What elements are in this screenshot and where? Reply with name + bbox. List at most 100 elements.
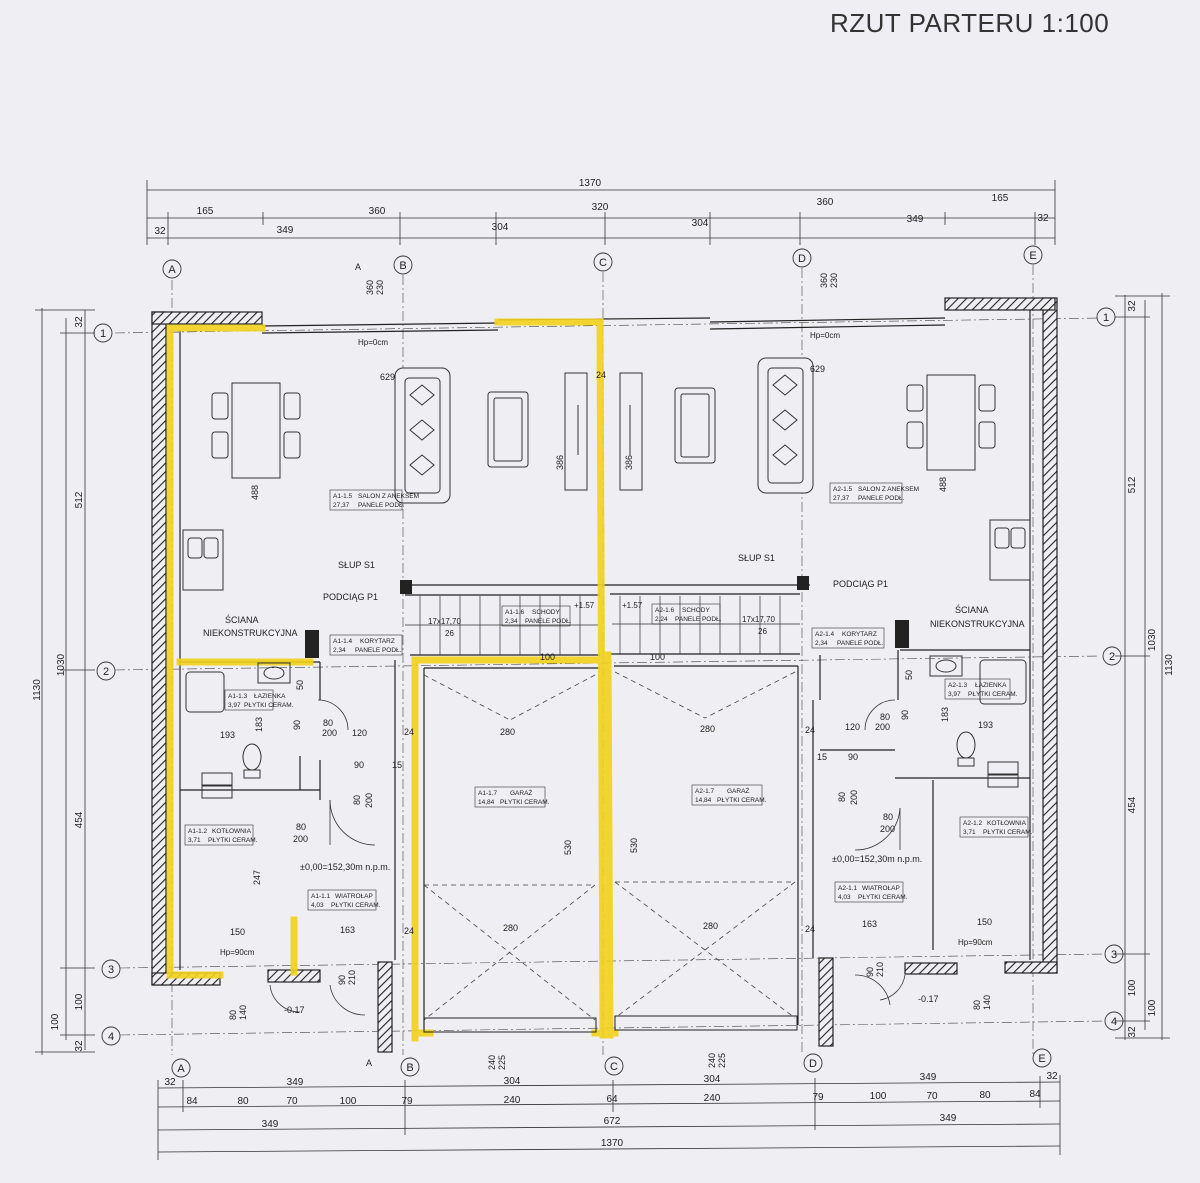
svg-text:280: 280: [503, 923, 518, 933]
svg-text:79: 79: [401, 1096, 413, 1107]
door-swings: [269, 699, 906, 1016]
svg-text:100: 100: [50, 1013, 61, 1030]
axis-bubble-a-bottom: A: [171, 1058, 191, 1078]
room-a2-12: A2-1.2 KOTŁOWNIA 3,71 PŁYTKI CERAM.: [959, 816, 1033, 838]
shower-left: [185, 671, 225, 713]
svg-text:163: 163: [862, 919, 877, 929]
svg-text:2,24: 2,24: [655, 616, 668, 623]
svg-text:50: 50: [295, 680, 305, 690]
svg-text:140: 140: [238, 1005, 248, 1020]
svg-text:GARAŻ: GARAŻ: [727, 786, 749, 795]
svg-text:PANELE PODŁ.: PANELE PODŁ.: [355, 647, 402, 654]
svg-text:A1-1.5: A1-1.5: [333, 493, 353, 500]
svg-text:672: 672: [604, 1116, 621, 1127]
sofa-left: [394, 367, 451, 504]
internal-dims: 629 629 488 488 386 386 24 24 24 24 24 2…: [220, 273, 993, 1070]
svg-text:80: 80: [296, 822, 306, 832]
svg-text:15: 15: [392, 760, 402, 770]
svg-text:A1-1.3: A1-1.3: [228, 693, 248, 700]
svg-text:304: 304: [504, 1076, 521, 1087]
svg-text:100: 100: [870, 1091, 887, 1102]
svg-text:80: 80: [323, 718, 333, 728]
svg-text:SALON Z ANEKSEM: SALON Z ANEKSEM: [358, 493, 419, 500]
svg-text:80: 80: [880, 712, 890, 722]
svg-text:PANELE PODŁ.: PANELE PODŁ.: [858, 495, 905, 502]
svg-text:200: 200: [322, 728, 337, 738]
svg-text:200: 200: [293, 834, 308, 844]
svg-text:150: 150: [977, 917, 992, 927]
svg-text:PŁYTKI CERAM.: PŁYTKI CERAM.: [331, 902, 381, 909]
svg-text:32: 32: [164, 1077, 176, 1088]
axis-bubble-e-bottom: E: [1032, 1048, 1052, 1068]
kitchen-left: [182, 529, 224, 591]
svg-text:280: 280: [700, 724, 715, 734]
bottom-dimensions: [157, 1075, 1061, 1160]
svg-text:100: 100: [74, 993, 85, 1010]
svg-text:386: 386: [624, 455, 634, 470]
room-a1-13: A1-1.3 ŁAZIENKA 3,97 PŁYTKI CERAM.: [224, 689, 294, 711]
svg-text:200: 200: [880, 824, 895, 834]
svg-text:A: A: [168, 264, 176, 276]
svg-text:GARAŻ: GARAŻ: [510, 788, 532, 797]
note-sciana-right-1: ŚCIANA: [955, 604, 989, 615]
svg-text:A1-1.4: A1-1.4: [333, 638, 353, 645]
svg-text:90: 90: [337, 975, 347, 985]
svg-text:KORYTARZ: KORYTARZ: [360, 638, 395, 645]
svg-text:A1-1.1: A1-1.1: [311, 893, 331, 900]
svg-text:80: 80: [228, 1010, 238, 1020]
svg-text:90: 90: [354, 760, 364, 770]
svg-text:2,34: 2,34: [333, 647, 346, 654]
svg-text:150: 150: [230, 927, 245, 937]
svg-text:PŁYTKI CERAM.: PŁYTKI CERAM.: [244, 702, 294, 709]
boiler-right: [987, 761, 1019, 788]
dim-top-320: 320: [592, 202, 609, 213]
svg-text:512: 512: [1127, 476, 1138, 493]
garage-left-door-swing: [423, 674, 596, 1021]
note-entry-left: -0.17: [284, 1005, 305, 1015]
svg-text:50: 50: [904, 670, 914, 680]
shower-right: [979, 659, 1027, 705]
right-dimensions: [1115, 293, 1170, 1040]
svg-text:32: 32: [74, 316, 85, 328]
svg-text:32: 32: [1046, 1071, 1058, 1082]
notes: SŁUP S1 SŁUP S1 PODCIĄG P1 PODCIĄG P1 ŚC…: [203, 262, 1025, 1068]
note-stairs-right: 17x17,70: [742, 615, 775, 624]
svg-text:27,37: 27,37: [833, 495, 850, 502]
dim-top-349b: 349: [907, 214, 924, 225]
note-stair-left-h: +1.57: [574, 601, 595, 610]
svg-text:240: 240: [487, 1055, 497, 1070]
axis-bubble-c-bottom: C: [604, 1056, 624, 1076]
svg-text:349: 349: [920, 1072, 937, 1083]
svg-text:15: 15: [817, 752, 827, 762]
toilet-right: [956, 731, 976, 767]
svg-text:200: 200: [849, 790, 859, 805]
svg-text:A2-1.5: A2-1.5: [833, 486, 853, 493]
svg-text:210: 210: [875, 962, 885, 977]
boiler-left: [201, 772, 233, 799]
svg-text:1030: 1030: [56, 653, 67, 676]
svg-text:247: 247: [252, 870, 262, 885]
svg-text:A2-1.7: A2-1.7: [695, 788, 715, 795]
svg-text:3,71: 3,71: [963, 829, 976, 836]
svg-text:A: A: [177, 1063, 185, 1075]
note-slup-left: SŁUP S1: [338, 560, 375, 570]
svg-text:2: 2: [103, 666, 109, 678]
axis-bubble-4-left: 4: [101, 1026, 121, 1046]
axis-bubble-1-right: 1: [1096, 307, 1116, 327]
room-a2-13: A2-1.3 ŁAZIENKA 3,97 PŁYTKI CERAM.: [944, 678, 1018, 700]
note-section-top: A: [355, 262, 361, 272]
axis-bubble-1-left: 1: [93, 323, 113, 343]
svg-text:D: D: [798, 253, 806, 265]
svg-text:32: 32: [74, 1040, 85, 1052]
room-a1-15: A1-1.5 SALON Z ANEKSEM 27,37 PANELE PODŁ…: [329, 489, 419, 511]
note-podciag-right: PODCIĄG P1: [833, 579, 888, 589]
svg-text:ŁAZIENKA: ŁAZIENKA: [254, 693, 286, 700]
room-labels: A1-1.5 SALON Z ANEKSEM 27,37 PANELE PODŁ…: [184, 482, 1033, 911]
svg-text:SCHODY: SCHODY: [682, 607, 710, 614]
dining-set-right: [906, 374, 996, 471]
room-a2-11: A2-1.1 WIATROŁAP 4,03 PŁYTKI CERAM.: [834, 881, 908, 903]
room-a1-16: A1-1.6 SCHODY 2,34 PANELE PODŁ.: [501, 605, 572, 627]
svg-text:3,71: 3,71: [188, 837, 201, 844]
note-level-left: ±0,00=152,30m n.p.m.: [300, 862, 390, 872]
